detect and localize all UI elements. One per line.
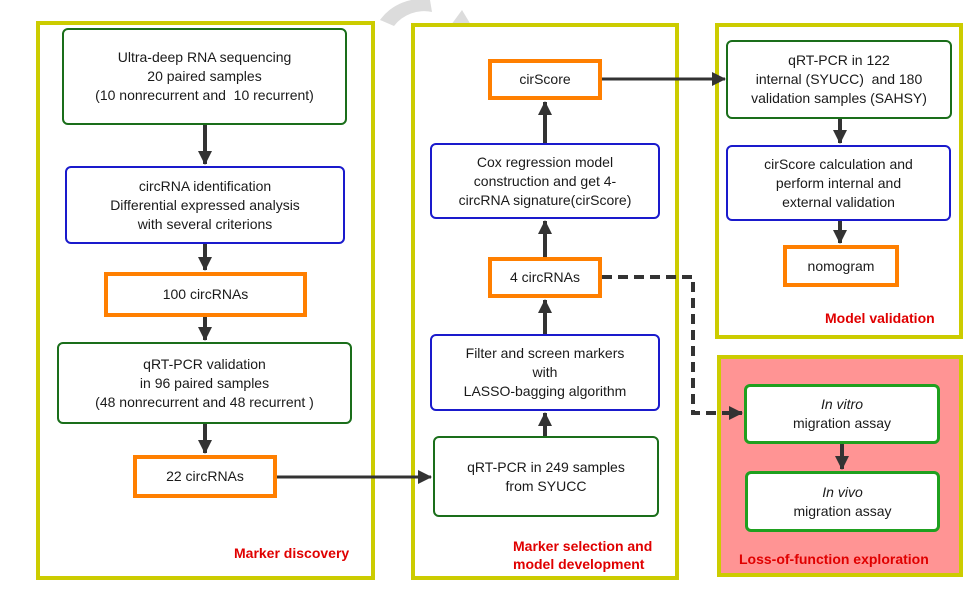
box-text-line: construction and get 4- <box>473 172 617 189</box>
box-qrtpcr-249-samples: qRT-PCR in 249 samples from SYUCC <box>433 436 659 517</box>
box-text-line: 100 circRNAs <box>162 286 249 302</box>
box-text-line: external validation <box>782 193 895 210</box>
box-text-line: migration assay <box>793 502 892 519</box>
box-text-line: Ultra-deep RNA sequencing <box>117 49 292 65</box>
box-22-circrnas: 22 circRNAs <box>133 455 277 498</box>
box-text-line: with <box>532 364 558 380</box>
box-filter-screen-markers: Filter and screen markers with LASSO-bag… <box>430 334 660 411</box>
panel-label-model-validation: Model validation <box>825 310 935 326</box>
box-qrtpcr-validation: qRT-PCR validation in 96 paired samples … <box>57 342 352 424</box>
box-text-line: in 96 paired samples <box>139 374 270 391</box>
box-4-circrnas: 4 circRNAs <box>488 257 602 298</box>
panel-label-line: Marker selection and <box>513 538 653 554</box>
box-cirscore: cirScore <box>488 59 602 100</box>
box-text-line: cirScore <box>519 71 571 87</box>
box-text-line: circRNA signature(cirScore) <box>458 191 632 208</box>
box-text-line: perform internal and <box>775 174 902 191</box>
box-text-line: with several criterions <box>137 215 273 232</box>
box-text-line: LASSO-bagging algorithm <box>463 383 627 399</box>
box-text-line: 4 circRNAs <box>509 269 580 285</box>
panel-label-line: model development <box>513 556 645 572</box>
box-text-italic: In vitro <box>820 396 863 412</box>
panel-label-loss-of-function: Loss-of-function exploration <box>739 551 929 567</box>
box-cirscore-calculation: cirScore calculation and perform interna… <box>726 145 951 221</box>
box-text-line: (10 nonrecurrent and 10 recurrent) <box>95 87 314 103</box>
panel-label-marker-selection: Marker selection and model development <box>513 537 652 573</box>
panel-label-marker-discovery: Marker discovery <box>234 545 350 561</box>
box-text-line: qRT-PCR in 122 <box>788 52 890 68</box>
box-qrtpcr-122-internal: qRT-PCR in 122 internal (SYUCC) and 180 … <box>726 40 952 119</box>
box-text-line: circRNA identification <box>138 177 272 194</box>
box-text-line: from SYUCC <box>505 477 587 494</box>
box-text-line: cirScore calculation and <box>764 155 913 172</box>
box-100-circrnas: 100 circRNAs <box>104 272 307 317</box>
box-text-line: qRT-PCR validation <box>143 355 266 372</box>
box-text-italic: In vivo <box>822 483 863 500</box>
box-text-line: nomogram <box>807 257 875 274</box>
box-in-vitro-assay: In vitro migration assay <box>744 384 940 444</box>
box-circrna-identification: circRNA identification Differential expr… <box>65 166 345 244</box>
box-ultra-deep-sequencing: Ultra-deep RNA sequencing 20 paired samp… <box>62 28 347 125</box>
box-text-line: 22 circRNAs <box>166 468 244 484</box>
box-text-line: Cox regression model <box>476 153 614 170</box>
box-text-line: validation samples (SAHSY) <box>751 90 927 106</box>
box-nomogram: nomogram <box>783 245 899 287</box>
box-text-line: Differential expressed analysis <box>110 196 300 213</box>
box-in-vivo-assay: In vivo migration assay <box>745 471 940 532</box>
box-cox-regression: Cox regression model construction and ge… <box>430 143 660 219</box>
box-text-line: migration assay <box>792 415 892 431</box>
box-text-line: 20 paired samples <box>147 68 262 84</box>
box-text-line: Filter and screen markers <box>465 345 625 361</box>
box-text-line: qRT-PCR in 249 samples <box>467 458 625 475</box>
box-text-line: internal (SYUCC) and 180 <box>755 71 923 87</box>
box-text-line: (48 nonrecurrent and 48 recurrent ) <box>95 393 314 410</box>
